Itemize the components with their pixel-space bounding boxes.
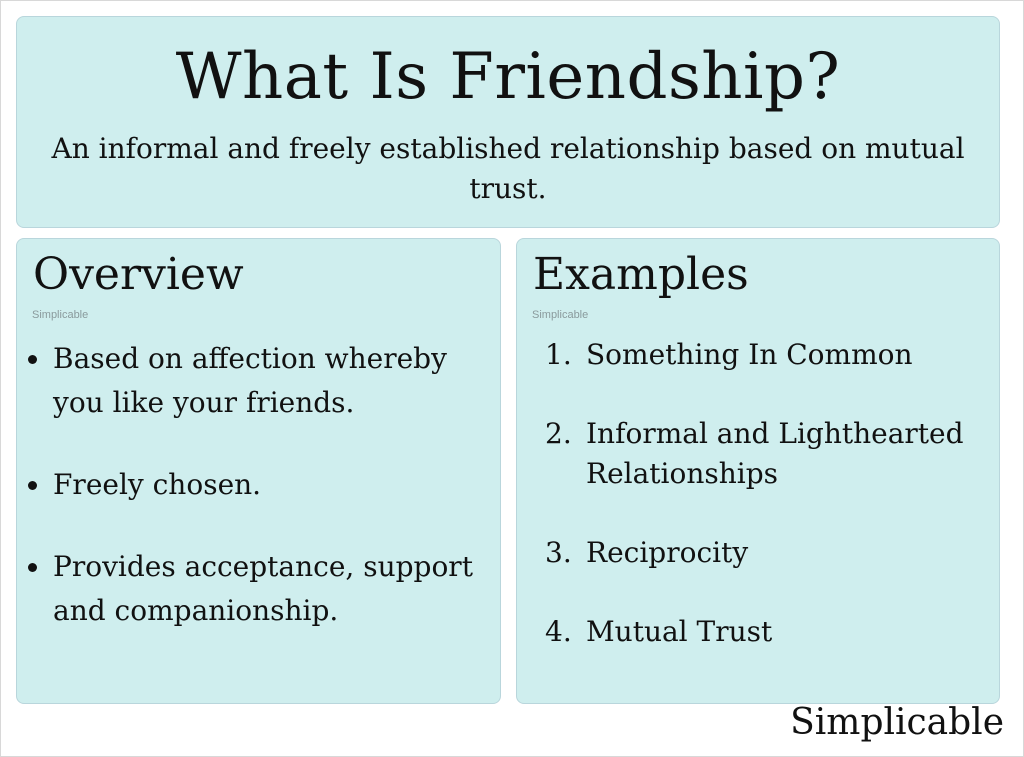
examples-list: 1. Something In Common 2. Informal and L… xyxy=(517,335,987,691)
examples-heading: Examples xyxy=(533,249,749,300)
overview-item: Provides acceptance, support and compani… xyxy=(17,545,487,633)
header-panel: What Is Friendship? An informal and free… xyxy=(16,16,1000,228)
overview-item: Freely chosen. xyxy=(17,463,487,507)
overview-heading: Overview xyxy=(33,249,244,300)
example-text: Something In Common xyxy=(586,338,913,371)
overview-panel: Overview Simplicable Based on affection … xyxy=(16,238,501,704)
example-item: 2. Informal and Lighthearted Relationshi… xyxy=(517,414,987,494)
overview-watermark: Simplicable xyxy=(32,309,89,321)
definition-text: An informal and freely established relat… xyxy=(51,132,965,205)
overview-item: Based on affection whereby you like your… xyxy=(17,337,487,425)
example-text: Informal and Lighthearted Relationships xyxy=(586,417,964,490)
example-number: 3. xyxy=(545,536,572,569)
overview-list: Based on affection whereby you like your… xyxy=(17,337,487,671)
page-title: What Is Friendship? xyxy=(175,40,841,114)
examples-watermark: Simplicable xyxy=(532,309,589,321)
example-item: 4. Mutual Trust xyxy=(517,612,987,652)
example-number: 2. xyxy=(545,417,572,450)
example-text: Mutual Trust xyxy=(586,615,773,648)
example-text: Reciprocity xyxy=(586,536,749,569)
example-item: 1. Something In Common xyxy=(517,335,987,375)
example-number: 4. xyxy=(545,615,572,648)
examples-panel: Examples Simplicable 1. Something In Com… xyxy=(516,238,1000,704)
brand-logo-text: Simplicable xyxy=(790,702,1004,743)
example-number: 1. xyxy=(545,338,572,371)
example-item: 3. Reciprocity xyxy=(517,533,987,573)
